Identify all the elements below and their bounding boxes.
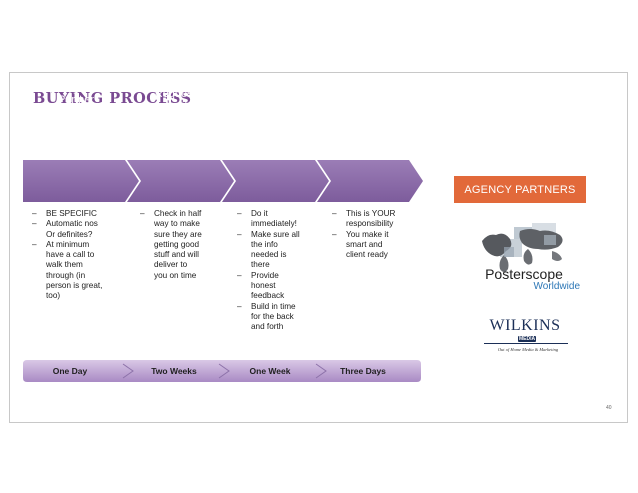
posterscope-wordmark: Posterscope <box>485 266 563 282</box>
timeline-label: Two Weeks <box>151 366 197 376</box>
wilkins-media-badge: MEDIA <box>518 336 536 342</box>
timeline-label: One Week <box>249 366 291 376</box>
chevron-step-3 <box>222 160 329 202</box>
agency-partners-button: AGENCY PARTNERS <box>454 176 586 203</box>
timeline-bar <box>23 360 421 382</box>
process-chevrons <box>23 160 423 202</box>
slide-title: BUYING PROCESS <box>33 90 192 107</box>
timeline-label: One Day <box>52 366 88 376</box>
note-item: –BE SPECIFIC <box>32 209 97 218</box>
page-number: 40 <box>606 405 612 411</box>
wilkins-tagline: Out of Home Media & Marketing <box>497 347 559 352</box>
wilkins-divider <box>484 343 568 344</box>
posterscope-subtitle: Worldwide <box>533 281 581 292</box>
posterscope-map-logo <box>482 223 563 272</box>
chevron-step-2 <box>127 160 234 202</box>
timeline-label: Three Days <box>340 366 386 376</box>
chevron-step-1 <box>23 160 139 202</box>
chevron-step-4 <box>317 160 423 202</box>
wilkins-wordmark: WILKINS <box>489 317 561 334</box>
